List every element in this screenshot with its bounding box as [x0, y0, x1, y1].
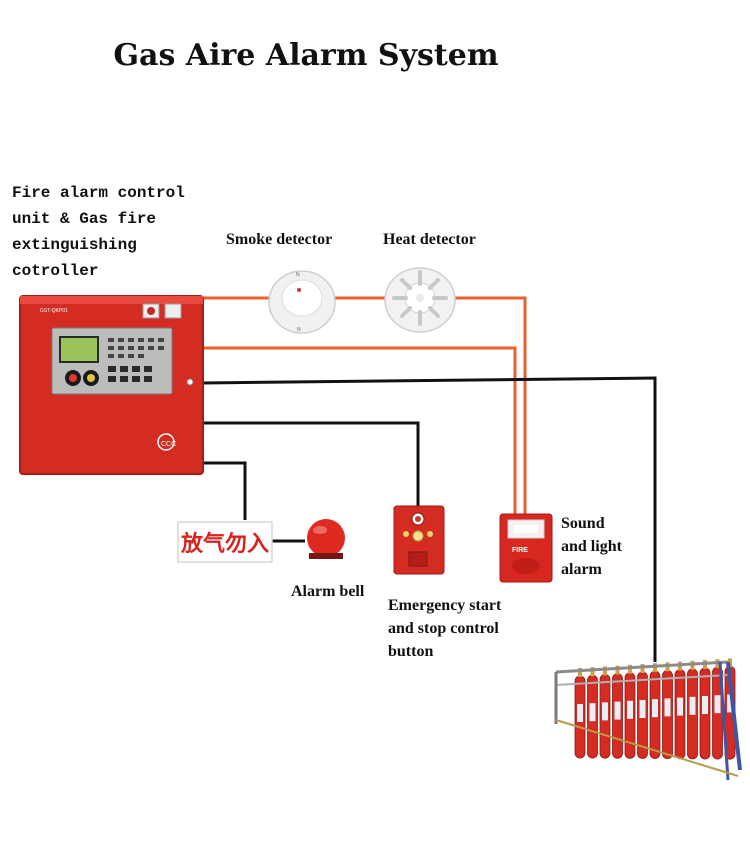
- alarm-bell-device: [307, 519, 345, 559]
- diagram-title: Gas Aire Alarm System: [113, 38, 499, 73]
- cylinder-valve: [628, 664, 632, 674]
- sound-light-alarm-device: FIRE: [499, 513, 553, 583]
- cylinder-label: [689, 696, 696, 715]
- cylinder-label: [677, 697, 683, 716]
- cylinder-label: [714, 695, 721, 714]
- wire-panel-alarm: [203, 346, 517, 514]
- wire-panel-button: [203, 421, 420, 506]
- cylinder-label: [727, 694, 733, 713]
- cylinder-label: [627, 700, 633, 719]
- label-sound-light-alarm: Sound and light alarm: [561, 515, 622, 578]
- label-emergency-button: Emergency start and stop control button: [388, 597, 502, 660]
- cylinder-label: [589, 703, 596, 722]
- cylinder-label: [702, 696, 708, 714]
- cylinder-valve: [578, 668, 582, 677]
- cylinder-label: [602, 702, 608, 721]
- wires: [202, 296, 657, 662]
- cylinder-label: [664, 698, 671, 717]
- smoke-detector: N N: [268, 270, 336, 334]
- wire-heat-alarm: [455, 296, 527, 514]
- label-control-unit: Fire alarm control unit & Gas fire extin…: [12, 184, 185, 280]
- svg-text:N: N: [296, 272, 300, 278]
- gas-cylinder-rack: [554, 658, 742, 781]
- cylinder-label: [652, 699, 658, 718]
- wire-panel-sign: [203, 461, 247, 520]
- svg-text:N: N: [297, 327, 301, 333]
- heat-detector: [384, 267, 456, 333]
- control-panel: GST-QKP01 CCC: [19, 295, 204, 475]
- panel-brand-text: GST-QKP01: [40, 308, 68, 314]
- emergency-button-device: [393, 505, 445, 575]
- label-smoke-detector: Smoke detector: [226, 231, 333, 248]
- label-heat-detector: Heat detector: [383, 231, 476, 248]
- svg-text:CCC: CCC: [161, 441, 176, 448]
- sign-text: 放气勿入: [180, 531, 269, 557]
- cylinder-valve: [590, 667, 595, 677]
- cylinder-label: [614, 701, 621, 720]
- cylinder-label: [639, 700, 646, 718]
- cylinder-valve: [603, 666, 607, 676]
- cylinder-valve: [640, 664, 645, 673]
- cylinder-label: [577, 704, 583, 722]
- cylinder-valve: [615, 665, 620, 675]
- alarm-fire-text: FIRE: [512, 547, 528, 554]
- label-alarm-bell: Alarm bell: [291, 583, 365, 600]
- wire-panel-cylinders: [202, 376, 657, 662]
- no-entry-sign: 放气勿入: [177, 521, 273, 563]
